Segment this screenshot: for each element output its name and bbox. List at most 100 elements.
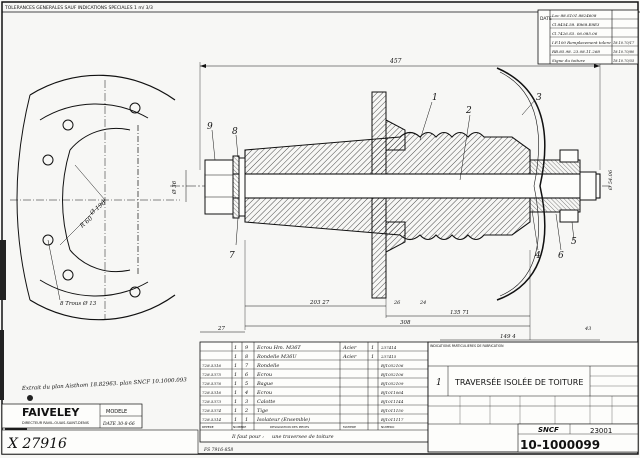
callout-9: 9: [207, 122, 213, 132]
dim-bore: Ø 54.06: [607, 169, 614, 191]
nom-ref: 728.5316: [202, 390, 222, 395]
insulator-upper: [244, 131, 531, 175]
outer-radius-label: Ø 190: [88, 199, 107, 217]
dim-149: 149 4: [500, 334, 516, 340]
dim-24: 24: [419, 300, 426, 306]
dim-308: 308: [400, 320, 411, 326]
callout-1: 1: [432, 93, 438, 103]
dim-overall: 457: [389, 58, 402, 65]
nom-code: BJ1011144: [380, 399, 404, 404]
callout-7: 7: [229, 251, 235, 261]
calotte: [496, 67, 546, 301]
nom-material: Acier: [342, 354, 357, 360]
revision-date: 18.10.70/55: [613, 59, 635, 63]
nom-code: BJ1011150: [380, 408, 404, 413]
dim-diameter: Ø 36: [171, 180, 178, 195]
nom-item: 2: [244, 408, 248, 414]
title-indications: INDICATIONS PARTICULIERES DE FABRICATION: [430, 344, 504, 348]
drawing-number: 10-1000099: [520, 438, 600, 452]
stamp-number: FS 7916-858: [203, 447, 233, 453]
title-block: INDICATIONS PARTICULIERES DE FABRICATION…: [427, 341, 639, 453]
nom-item: 4: [244, 390, 248, 396]
nom-header: MATIERE: [343, 425, 356, 429]
nom-designation: Ecrou Hm. M36T: [256, 345, 301, 351]
nom-qty: 1: [234, 408, 237, 414]
nom-header: REPERE: [202, 425, 214, 429]
callout-3: 3: [536, 93, 542, 103]
nom-designation: Ecrou: [256, 372, 272, 378]
nom-item: 5: [245, 381, 248, 387]
revision-date-label: DATE: [540, 16, 552, 22]
nom-ref: 728.5316: [202, 363, 222, 368]
nom-item: 7: [245, 363, 249, 369]
revision-row: Cl.8454.58. E868.E8E3: [552, 22, 600, 27]
callout-6: 6: [558, 251, 564, 261]
revision-table: DATE Loc 88.S101.8824608 Cl.8454.58. E86…: [537, 9, 639, 65]
extract-note: Extrait du plan Aisthom 18.82963. plan S…: [21, 377, 188, 392]
nut-right-upper: [529, 159, 581, 175]
washer-left: [232, 155, 240, 219]
revision-row: Signe du toiture: [552, 58, 586, 63]
inner-radius-label: R 60: [78, 215, 94, 230]
nom-qty: 1: [234, 399, 237, 405]
nom-code: BJ1052106: [380, 372, 404, 377]
nom-ref: 728.5373: [202, 399, 222, 404]
nom-header: NOMBRE: [233, 425, 246, 429]
nom-qty2: 1: [371, 345, 374, 351]
nom-item: 6: [245, 372, 249, 378]
holes-label: 8 Trous Ø 13: [60, 300, 97, 307]
nom-code: 237415: [380, 354, 397, 359]
flange-upper: [371, 91, 387, 175]
dim-27: 27: [217, 326, 225, 332]
nom-qty: 1: [234, 381, 237, 387]
nom-ref: 728.5375: [202, 372, 222, 377]
callout-2: 2: [465, 106, 472, 116]
section-view: 457 Ø 36 203 2: [170, 58, 614, 341]
revision-row: Cl.7426.S5. 06.085.06: [552, 31, 598, 36]
nom-footer-value: une traversee de toiture: [272, 434, 334, 440]
faiveley-sub: DIRECTEUR RAVIL-OUAIS-SAINT-DENIS: [22, 421, 90, 425]
nom-designation: Rondelle M36U: [256, 354, 297, 360]
nom-designation: Bague: [256, 381, 273, 387]
nom-ref: 728.5374: [202, 408, 222, 413]
model-label: MODELE: [106, 409, 127, 415]
dim-43: 43: [584, 326, 591, 332]
revision-date: 18.10.70/17: [613, 41, 635, 45]
date-label: DATE 30-8-66: [102, 421, 135, 427]
nut-right-lower: [529, 197, 581, 213]
nom-item: 8: [245, 354, 248, 360]
nom-item: 9: [245, 345, 249, 351]
dim-203: 203 27: [309, 300, 330, 306]
title-scale: 1: [436, 378, 442, 388]
nom-qty: 1: [234, 345, 237, 351]
nom-header: DESIGNATION DES PIECES: [270, 425, 309, 429]
nom-qty2: 1: [371, 354, 374, 360]
nom-code: BJ1052106: [380, 363, 404, 368]
nom-qty: 1: [234, 417, 237, 423]
bottom-left-block: Extrait du plan Aisthom 18.82963. plan S…: [1, 377, 233, 455]
flange-lower: [371, 197, 387, 299]
insulator-lower: [244, 197, 531, 241]
nom-item: 1: [245, 417, 248, 423]
drawing-title: TRAVERSÉE ISOLÉE DE TOITURE: [454, 376, 583, 387]
nom-designation: Ecrou: [256, 390, 272, 396]
general-tolerance-note: TOLERANCES GENERALES SAUF INDICATIONS SP…: [4, 5, 153, 11]
nom-designation: Isolateur (Ensemble): [256, 416, 310, 423]
nom-item: 3: [245, 399, 248, 405]
nom-qty: 1: [234, 390, 237, 396]
callout-4: 4: [534, 251, 541, 261]
nom-material: Acier: [342, 345, 357, 351]
archive-number: X 27916: [7, 436, 67, 452]
nom-designation: Rondelle: [256, 363, 279, 369]
company-sncf: SNCF: [538, 426, 559, 434]
nom-ref: 728.5376: [202, 381, 222, 386]
nom-footer-label: Il faut pour :: [231, 434, 264, 440]
nom-qty: 1: [234, 354, 237, 360]
nom-qty: 1: [234, 363, 237, 369]
dim-26: 26: [393, 300, 401, 306]
nom-code: BJ1052109: [380, 381, 404, 386]
dim-135: 135 71: [450, 310, 469, 316]
